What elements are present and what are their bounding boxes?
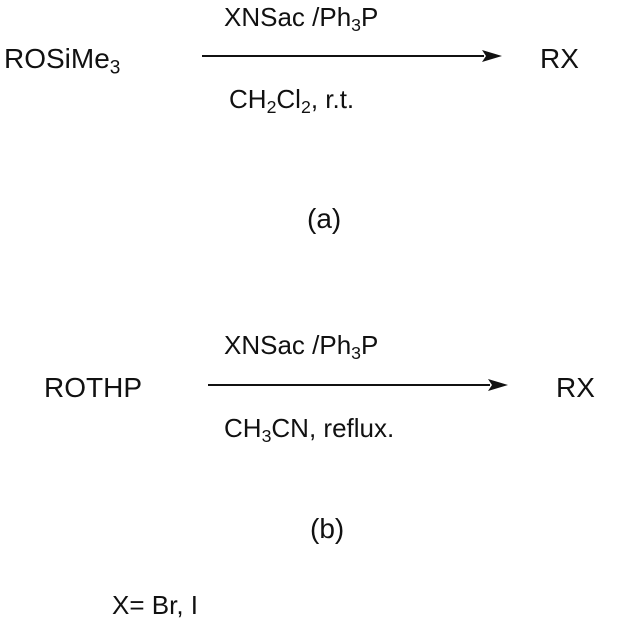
reaction-a-conditions: CH2Cl2, r.t.: [229, 84, 355, 117]
subscript: 3: [261, 425, 272, 446]
subscript: 3: [351, 14, 362, 35]
reaction-b-reagent: XNSac /Ph3P: [224, 330, 379, 363]
subscript: 3: [109, 57, 121, 79]
subscript: 2: [300, 96, 311, 117]
reaction-a-reactant: ROSiMe3: [4, 43, 121, 79]
reaction-b-arrow: [208, 379, 508, 391]
reaction-a-label: (a): [307, 203, 342, 234]
reaction-b-reactant: ROTHP: [44, 372, 142, 403]
reaction-a-arrow: [202, 50, 502, 62]
subscript: 3: [351, 342, 362, 363]
halogen-definition: X= Br, I: [112, 590, 198, 620]
reaction-a-product: RX: [540, 43, 579, 74]
reaction-b-conditions: CH3CN, reflux.: [224, 413, 395, 446]
reaction-b-label: (b): [310, 513, 345, 544]
subscript: 2: [266, 96, 277, 117]
reaction-b-product: RX: [556, 372, 595, 403]
reaction-a-reagent: XNSac /Ph3P: [224, 2, 379, 35]
